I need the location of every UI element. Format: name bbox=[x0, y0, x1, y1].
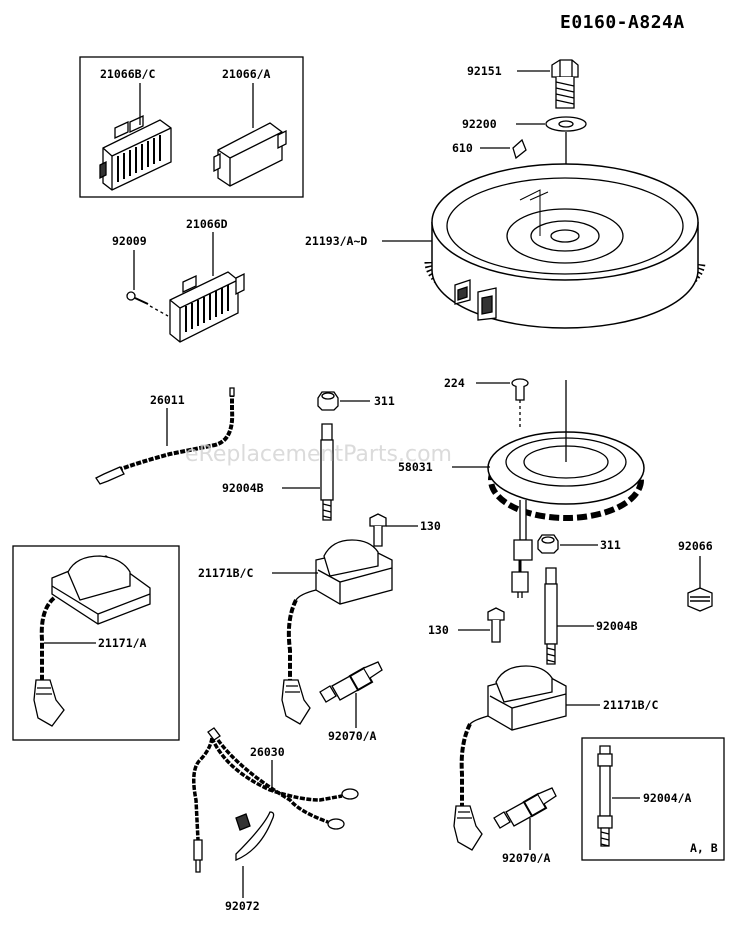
callout-21171a: 21171/A bbox=[98, 636, 147, 650]
callout-92070a-right: 92070/A bbox=[502, 851, 551, 865]
callout-92070a-left: 92070/A bbox=[328, 729, 377, 743]
regulator-21066d bbox=[169, 271, 245, 343]
callout-130-upper: 130 bbox=[420, 519, 441, 533]
wire-harness-26030 bbox=[192, 727, 359, 873]
callout-92072: 92072 bbox=[225, 899, 260, 913]
callout-311-upper: 311 bbox=[374, 394, 395, 408]
regulator-21066bc bbox=[99, 114, 172, 191]
callout-21066bc: 21066B/C bbox=[100, 67, 155, 81]
callout-130-lower: 130 bbox=[428, 623, 449, 637]
inset-box-regulators bbox=[79, 56, 304, 198]
callout-224: 224 bbox=[444, 376, 465, 390]
callout-92066: 92066 bbox=[678, 539, 713, 553]
diagram-code: E0160-A824A bbox=[560, 12, 685, 33]
clamp-92072 bbox=[235, 811, 275, 861]
watermark: eReplacementParts.com bbox=[185, 442, 452, 467]
callout-26030: 26030 bbox=[250, 745, 285, 759]
regulator-21066a bbox=[213, 122, 287, 187]
stud-92004b-left bbox=[320, 423, 334, 521]
nut-311-lower bbox=[537, 534, 559, 554]
stud-92004b-right bbox=[544, 567, 558, 665]
screw-224 bbox=[511, 378, 529, 401]
callout-92004b-right: 92004B bbox=[596, 619, 638, 633]
callout-21066d: 21066D bbox=[186, 217, 228, 231]
inset-box-92004a bbox=[581, 737, 725, 861]
callout-311-lower: 311 bbox=[600, 538, 621, 552]
spark-plug-92070a-left bbox=[319, 661, 383, 703]
callout-21171bc-left: 21171B/C bbox=[198, 566, 253, 580]
screw-130-lower bbox=[487, 607, 505, 643]
plug-92066 bbox=[687, 587, 713, 612]
inset-box-21171a bbox=[12, 545, 180, 741]
nut-311-upper bbox=[317, 391, 339, 411]
stud-92004a bbox=[597, 745, 613, 847]
ignition-coil-21171bc-left bbox=[281, 539, 393, 725]
callout-58031: 58031 bbox=[398, 460, 433, 474]
spark-plug-92070a-right bbox=[493, 787, 557, 829]
screw-92009 bbox=[126, 291, 149, 305]
callout-92200: 92200 bbox=[462, 117, 497, 131]
callout-labels: 21066B/C 21066/A 92151 92200 610 92009 2… bbox=[98, 64, 718, 913]
lead-wire-26011 bbox=[95, 387, 235, 485]
callout-21171bc-right: 21171B/C bbox=[603, 698, 658, 712]
key-610 bbox=[512, 138, 527, 160]
callout-610: 610 bbox=[452, 141, 473, 155]
callout-92004b-left: 92004B bbox=[222, 481, 264, 495]
callout-92004a: 92004/A bbox=[643, 791, 692, 805]
ignition-coil-21171a bbox=[33, 555, 151, 727]
callout-92009: 92009 bbox=[112, 234, 147, 248]
callout-21066a: 21066/A bbox=[222, 67, 271, 81]
washer-92200 bbox=[545, 116, 587, 132]
callout-92151: 92151 bbox=[467, 64, 502, 78]
callout-21193: 21193/A~D bbox=[305, 234, 367, 248]
flywheel-21193 bbox=[424, 163, 706, 329]
bolt-92151 bbox=[551, 59, 579, 109]
ignition-coil-21171bc-right bbox=[453, 665, 567, 851]
callout-a-b: A, B bbox=[690, 841, 718, 855]
callout-26011: 26011 bbox=[150, 393, 185, 407]
screw-130-upper bbox=[369, 513, 387, 547]
stator-58031 bbox=[487, 380, 645, 598]
